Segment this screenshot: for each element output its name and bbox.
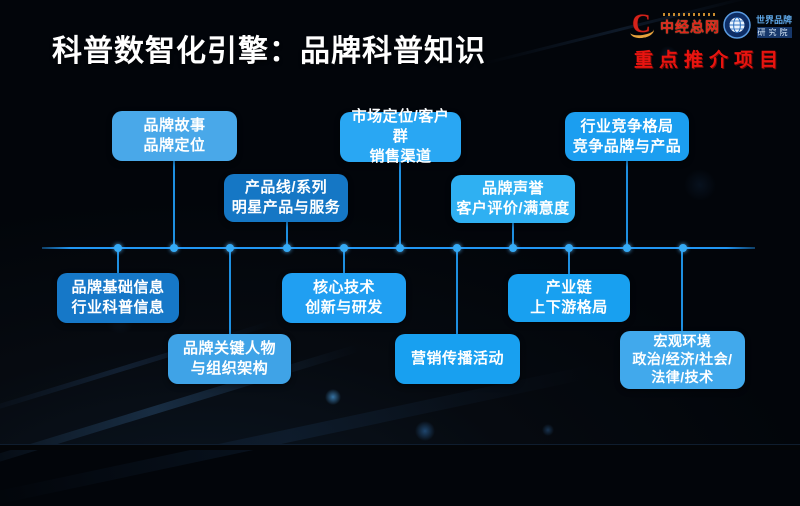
node-industry-competition: 行业竞争格局 竞争品牌与产品	[565, 112, 689, 161]
cen-logo-text-block: 中经总网	[660, 13, 720, 37]
connector-line	[568, 249, 570, 274]
junction-dot	[170, 244, 178, 252]
junction-dot	[396, 244, 404, 252]
node-marketing-activity: 营销传播活动	[395, 334, 520, 384]
wbri-logo-line2: 研究院	[756, 26, 792, 38]
node-market-position: 市场定位/客户群 销售渠道	[340, 108, 461, 165]
logo-row: C 中经总网 世界品牌 研究院	[624, 8, 794, 42]
connector-line	[286, 222, 288, 247]
wbri-logo-text-block: 世界品牌 研究院	[754, 13, 794, 38]
junction-dot	[114, 244, 122, 252]
junction-dot	[509, 244, 517, 252]
bottom-edge-strip	[0, 444, 800, 450]
connector-line	[399, 162, 401, 247]
diagonal-streak-decor	[0, 364, 595, 506]
cen-logo-name: 中经总网	[660, 19, 720, 35]
cen-logo-letter: C	[632, 9, 651, 38]
connector-line	[229, 249, 231, 334]
node-macro-environment: 宏观环境 政治/经济/社会/ 法律/技术	[620, 331, 745, 389]
connector-line	[117, 249, 119, 273]
connector-line	[343, 249, 345, 273]
node-product-line: 产品线/系列 明星产品与服务	[224, 174, 348, 222]
connector-line	[173, 161, 175, 247]
node-brand-basic-info: 品牌基础信息 行业科普信息	[57, 273, 179, 323]
junction-dot	[623, 244, 631, 252]
junction-dot	[340, 244, 348, 252]
globe-logo-icon	[723, 11, 751, 39]
node-brand-story: 品牌故事 品牌定位	[112, 111, 237, 161]
cen-logo-tagline-decor	[663, 13, 717, 16]
junction-dot	[283, 244, 291, 252]
connector-line	[512, 223, 514, 247]
wbri-logo-line1: 世界品牌	[755, 14, 792, 25]
header-logo-cluster: C 中经总网 世界品牌 研究院 重点推介项目	[624, 8, 794, 72]
node-core-tech: 核心技术 创新与研发	[282, 273, 406, 323]
junction-dot	[679, 244, 687, 252]
cen-logo-icon: C	[629, 9, 657, 40]
junction-dot	[453, 244, 461, 252]
connector-line	[626, 161, 628, 247]
connector-line	[456, 249, 458, 334]
junction-dot	[226, 244, 234, 252]
junction-dot	[565, 244, 573, 252]
node-brand-reputation: 品牌声誉 客户评价/满意度	[451, 175, 575, 223]
connector-line	[681, 249, 683, 332]
featured-project-banner: 重点推介项目	[633, 50, 784, 71]
page-title: 科普数智化引擎：品牌科普知识	[52, 35, 486, 68]
node-industry-chain: 产业链 上下游格局	[508, 274, 630, 322]
node-key-people: 品牌关键人物 与组织架构	[168, 334, 291, 384]
